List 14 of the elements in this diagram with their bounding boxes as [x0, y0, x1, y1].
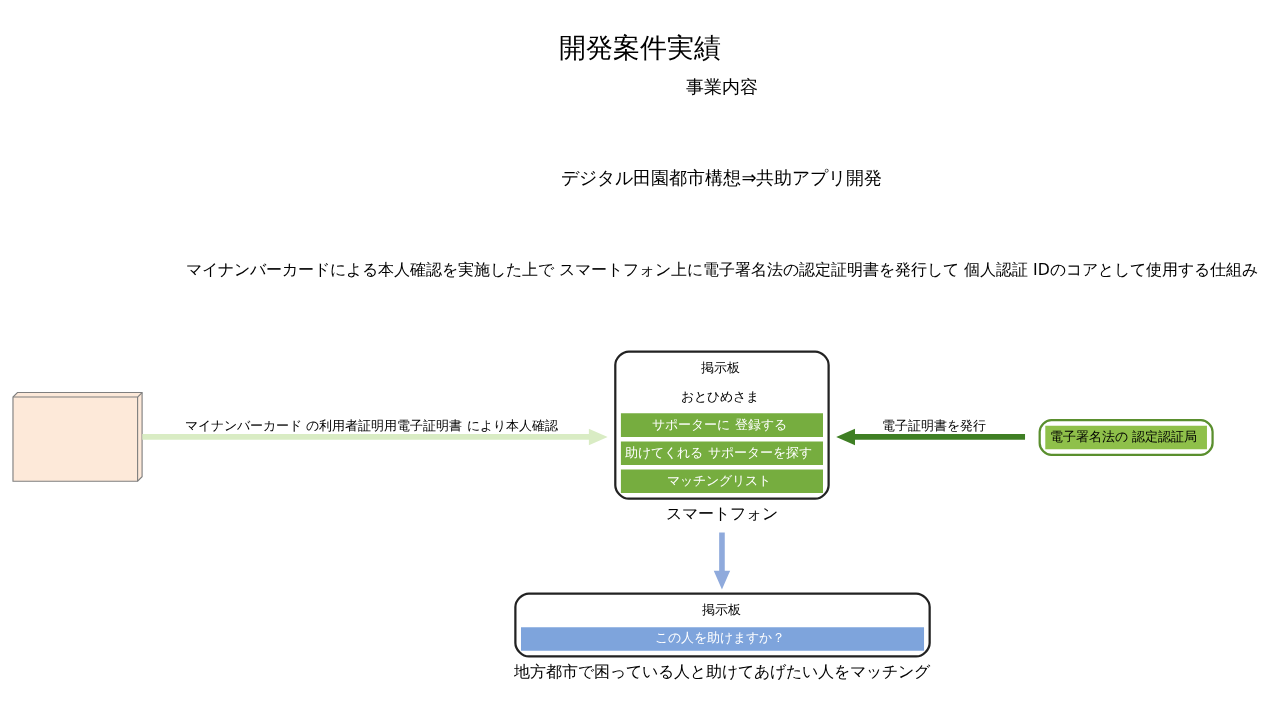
arrow	[713, 532, 731, 590]
node-box: 掲示板 この人を助けますか？	[514, 592, 931, 658]
node-label: 地方都市で困っている人と助けてあげたい人をマッチング	[514, 661, 931, 681]
label: 事業内容	[685, 76, 758, 98]
arrow	[836, 428, 1026, 446]
node-box: 電子署名法の 認定認証局	[1038, 418, 1214, 456]
edge-label: 電子証明書を発行	[882, 416, 987, 433]
label: マイナンバーカードによる本人確認を実施した上で スマートフォン上に電子署名法の認定証明書を発行して 個人認証 IDのコアとして使用する仕組み	[186, 259, 1258, 279]
label: デジタル田園都市構想⇒共助アプリ開発	[561, 167, 883, 189]
node-label: スマートフォン	[665, 504, 778, 524]
node-box: 掲示板 おとひめさま サポーターに 登録する 助けてくれる サポーターを探す マッチングリスト	[614, 350, 830, 500]
arrow	[142, 428, 608, 446]
diagram-title: 開発案件実績	[559, 31, 721, 63]
edge-label: マイナンバーカード の利用者証明用電子証明書 により本人確認	[185, 416, 558, 433]
